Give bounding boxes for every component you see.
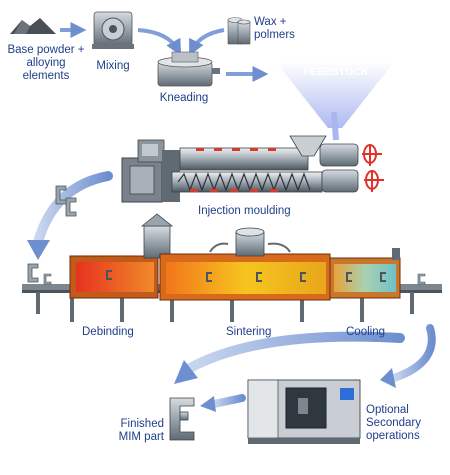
label-feedstock: FEEDSTOCK (303, 66, 369, 78)
feedstock-cone (276, 62, 394, 141)
arrow-injection-to-debinding (33, 171, 113, 247)
arrow-cooling-to-finished (185, 331, 405, 373)
injection-moulding-machine (121, 135, 384, 203)
arrow-cooling-to-finished-head (174, 360, 198, 384)
arrow-injection-to-debinding-head (27, 240, 50, 260)
mixing-machine-icon (92, 11, 134, 49)
label-base-powder: Base powder + alloying elements (7, 44, 85, 82)
arrow-cooling-to-secondary (390, 324, 436, 382)
label-sintering: Sintering (226, 326, 272, 338)
base-powder-pile-icon (10, 18, 56, 34)
arrow-wax-to-kneading (189, 28, 225, 56)
wax-polymers-containers-icon (227, 17, 251, 45)
cnc-machine-icon (247, 379, 361, 444)
kneading-machine-icon (157, 51, 220, 87)
label-finished-mim-part: Finished MIM part (118, 418, 164, 443)
arrow-secondary-to-finished (210, 394, 246, 408)
label-injection-moulding: Injection moulding (198, 205, 291, 217)
label-wax-polymers: Wax + polmers (254, 16, 295, 41)
label-secondary-operations: Optional Secondary operations (366, 404, 421, 442)
label-debinding: Debinding (82, 326, 134, 338)
arrow-cooling-to-secondary-head (380, 368, 396, 388)
arrow-secondary-to-finished-head (200, 396, 216, 412)
green-parts-icon (27, 185, 77, 283)
finished-mim-part-icon (169, 397, 195, 441)
label-kneading: Kneading (159, 92, 209, 104)
arrow-mixing-to-kneading (137, 28, 182, 56)
furnace-line (22, 213, 442, 322)
label-cooling: Cooling (346, 326, 385, 338)
label-mixing: Mixing (96, 60, 130, 72)
